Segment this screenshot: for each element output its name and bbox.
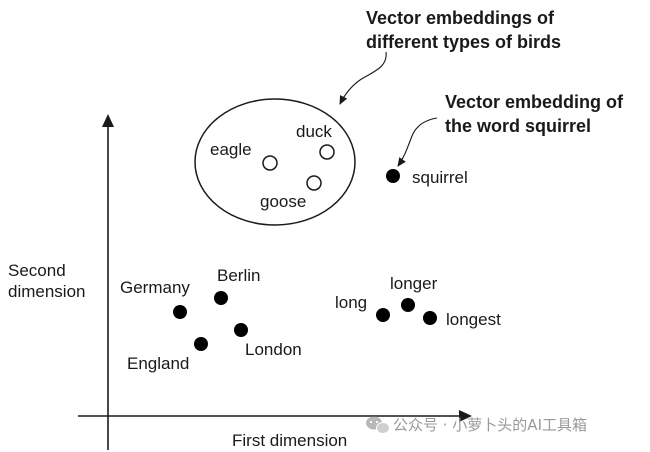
point-eagle: eagle [210, 140, 278, 171]
wechat-icon [366, 416, 390, 434]
y-axis-label-line1: Second [8, 261, 66, 280]
point-squirrel-marker [386, 169, 400, 183]
point-goose-label: goose [260, 192, 306, 211]
point-london: London [234, 323, 302, 359]
point-long-marker [376, 308, 390, 322]
point-london-marker [234, 323, 248, 337]
point-duck-marker [319, 144, 335, 160]
x-axis-label: First dimension [232, 431, 347, 450]
x-axis-arrow-icon [459, 410, 472, 422]
point-longer: longer [390, 274, 438, 312]
squirrel-annotation-line2: the word squirrel [445, 116, 591, 136]
point-england: England [127, 337, 208, 373]
point-longer-marker [401, 298, 415, 312]
point-longest-label: longest [446, 310, 501, 329]
y-axis-label-line2: dimension [8, 282, 86, 301]
squirrel-annotation-line1: Vector embedding of [445, 92, 624, 112]
point-england-marker [194, 337, 208, 351]
point-berlin: Berlin [214, 266, 260, 305]
point-squirrel: squirrel [386, 168, 468, 187]
point-long-label: long [335, 293, 367, 312]
watermark: 公众号 · 小萝卜头的AI工具箱 [366, 416, 587, 434]
point-longer-label: longer [390, 274, 438, 293]
point-goose: goose [260, 175, 322, 211]
point-eagle-marker [262, 155, 278, 171]
birds-cluster-ellipse [194, 98, 356, 226]
point-london-label: London [245, 340, 302, 359]
birds-annotation-line1: Vector embeddings of [366, 8, 555, 28]
birds-annotation-arrow [339, 51, 387, 105]
point-longest: longest [423, 310, 501, 329]
watermark-text: 公众号 · 小萝卜头的AI工具箱 [393, 416, 587, 434]
point-longest-marker [423, 311, 437, 325]
point-england-label: England [127, 354, 189, 373]
point-germany-label: Germany [120, 278, 190, 297]
point-long: long [335, 293, 390, 322]
birds-annotation-line2: different types of birds [366, 32, 561, 52]
point-duck: duck [296, 122, 335, 160]
point-berlin-marker [214, 291, 228, 305]
point-duck-label: duck [296, 122, 332, 141]
point-squirrel-label: squirrel [412, 168, 468, 187]
point-goose-marker [306, 175, 322, 191]
point-germany: Germany [120, 278, 190, 319]
point-germany-marker [173, 305, 187, 319]
point-eagle-label: eagle [210, 140, 252, 159]
y-axis-arrow-icon [102, 114, 114, 127]
point-berlin-label: Berlin [217, 266, 260, 285]
squirrel-annotation-arrow [397, 117, 438, 167]
